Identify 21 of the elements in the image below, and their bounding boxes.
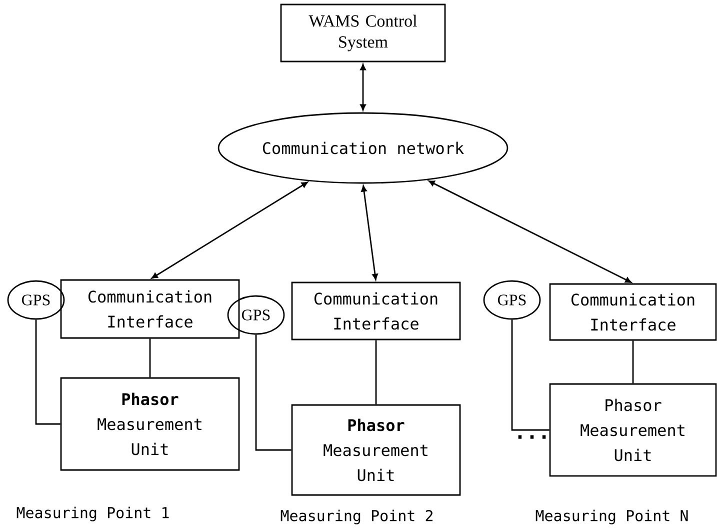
unit-box: Phasor Measurement Unit: [291, 404, 461, 496]
point-label: Measuring Point 1: [16, 506, 169, 522]
double-arrow: [361, 185, 378, 280]
double-arrow: [151, 182, 308, 279]
unit-box: Communication Interface: [60, 279, 240, 339]
connector-line: [255, 334, 292, 451]
unit-box: Phasor Measurement Unit: [549, 383, 717, 477]
point-label: Measuring Point N: [536, 510, 688, 524]
connector-line: [375, 340, 377, 404]
double-arrow: [428, 180, 632, 283]
connector-line: [149, 338, 151, 378]
unit-box: Communication Interface: [549, 283, 717, 341]
ellipsis: ...: [518, 435, 546, 439]
connector-line: [35, 320, 60, 425]
system-box: WAMS Control System: [280, 4, 446, 62]
point-label: Measuring Point 2: [280, 510, 432, 524]
unit-box: Communication Interface: [291, 282, 461, 340]
connector-line: [632, 340, 634, 384]
unit-box: Phasor Measurement Unit: [60, 377, 240, 471]
double-arrow: [360, 64, 366, 110]
connector-line: [511, 320, 550, 431]
